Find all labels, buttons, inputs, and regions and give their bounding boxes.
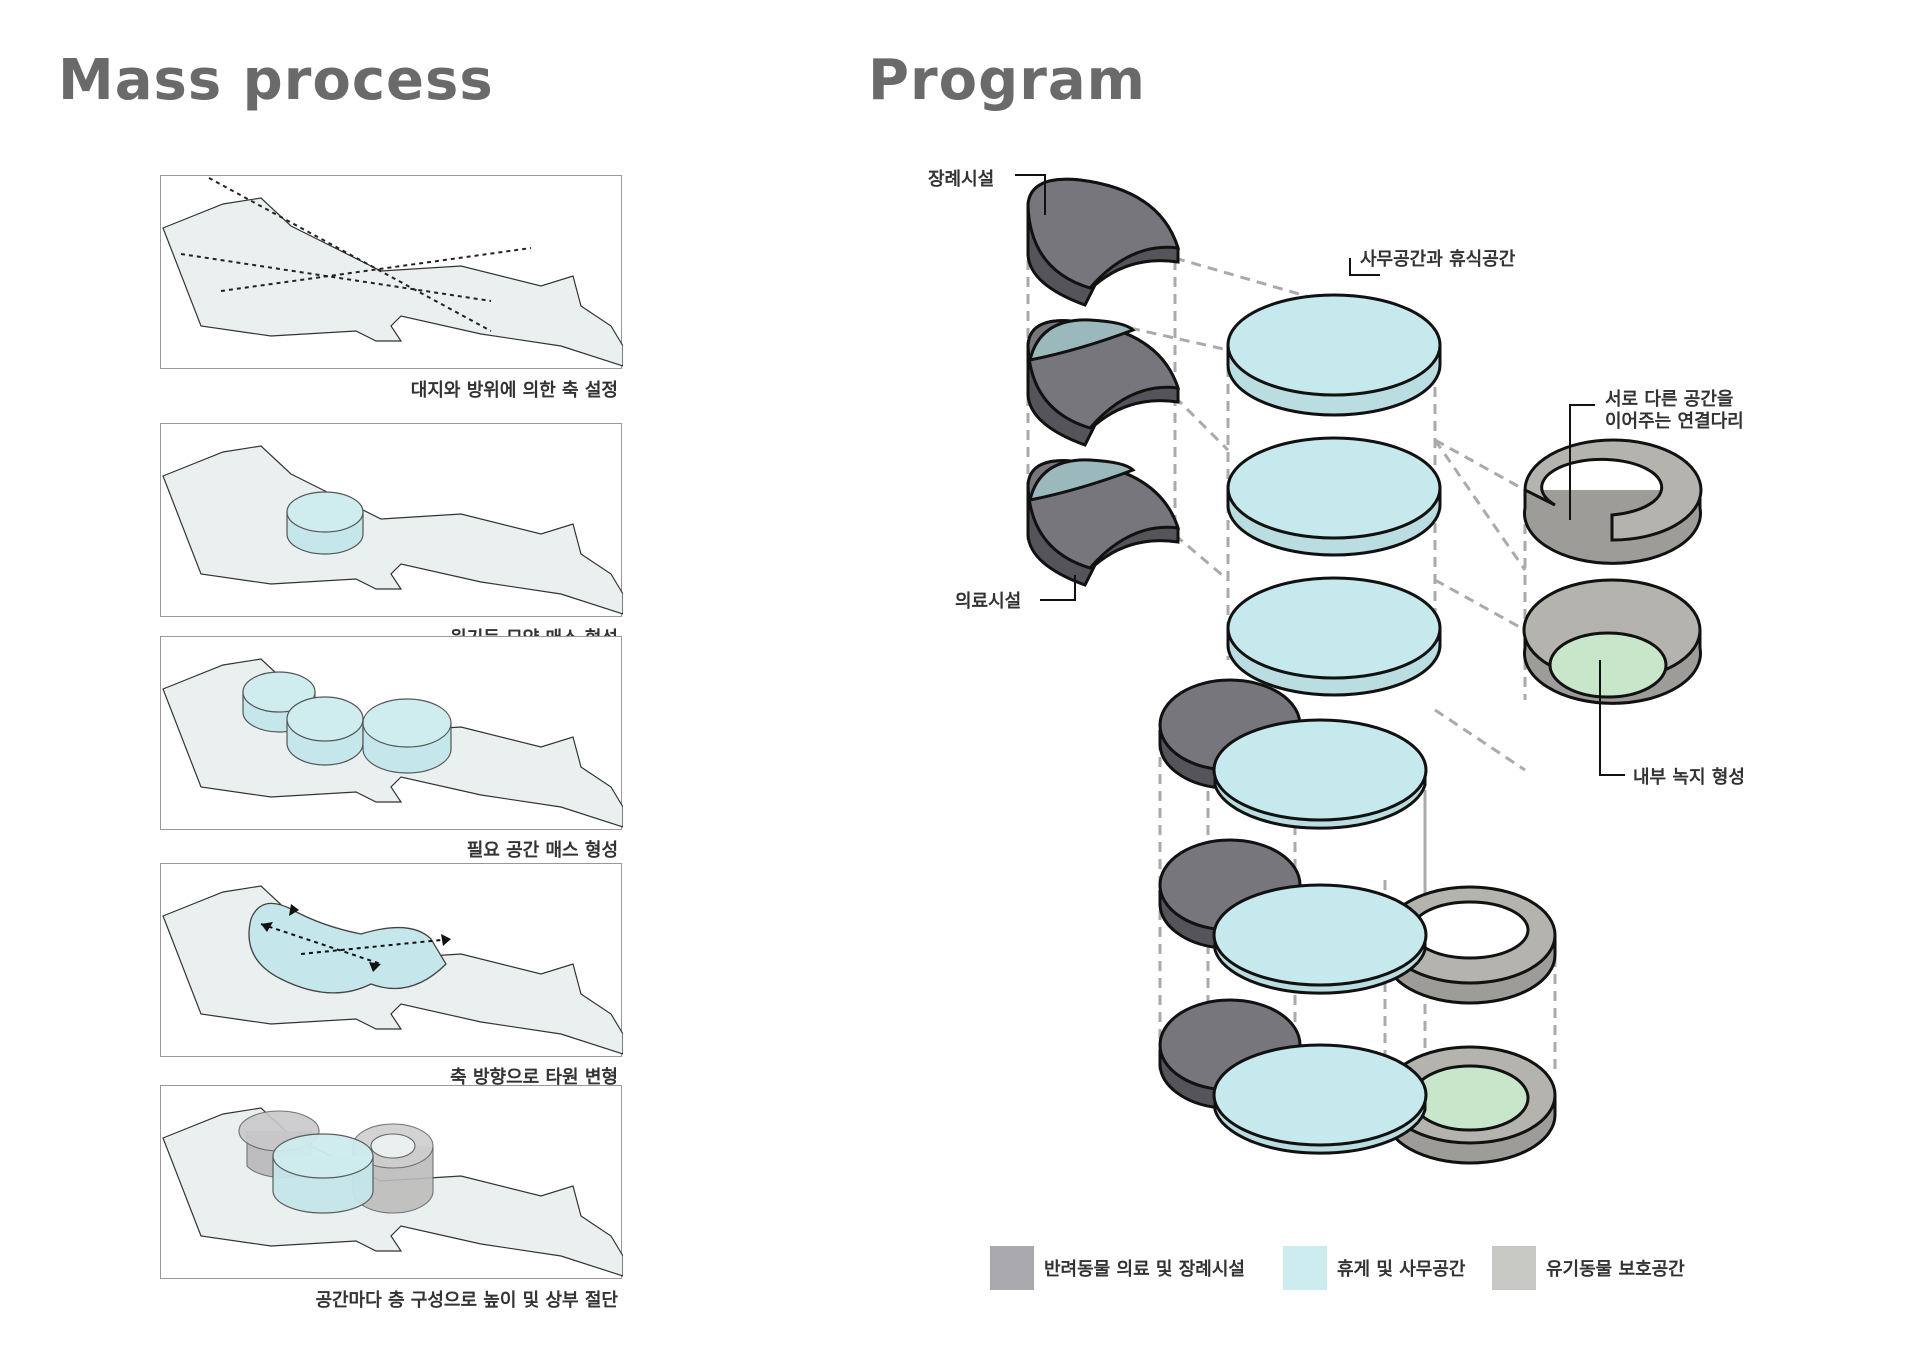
- legend-medical-funeral: 반려동물 의료 및 장례시설: [990, 1246, 1245, 1290]
- mass-step-4-panel: [160, 863, 623, 1057]
- label-leaders: [1015, 174, 1625, 776]
- mass-step-1-panel: [160, 175, 623, 369]
- funeral-medical-stack: [1026, 177, 1181, 587]
- layered-mass-drawing: [162, 1107, 623, 1277]
- combined-stack-3: [1158, 998, 1557, 1165]
- required-space-mass-drawing: [162, 658, 623, 828]
- legend-rest-office: 휴게 및 사무공간: [1283, 1246, 1465, 1290]
- mass-step-3-panel: [160, 636, 623, 830]
- funeral-label: 장례시설: [928, 169, 995, 190]
- combined-stack-1: [1158, 678, 1428, 830]
- legend-label: 유기동물 보호공간: [1546, 1259, 1685, 1280]
- bridge-label-line1: 서로 다른 공간을: [1605, 389, 1734, 410]
- ellipse-transform-drawing: [162, 885, 623, 1055]
- mass-step-4-caption: 축 방향으로 타원 변형: [450, 1067, 618, 1088]
- legend-swatch-cyan: [1283, 1246, 1327, 1290]
- mass-step-3-caption: 필요 공간 매스 형성: [466, 840, 618, 861]
- combined-stack-2: [1158, 838, 1557, 1005]
- bridge-label-line2: 이어주는 연결다리: [1605, 411, 1744, 432]
- legend-swatch-gray: [1492, 1246, 1536, 1290]
- program-title: Program: [868, 48, 1146, 113]
- legend-label: 반려동물 의료 및 장례시설: [1044, 1259, 1245, 1280]
- shelter-ring-stack: [1522, 438, 1703, 705]
- cylinder-mass-drawing: [162, 445, 623, 615]
- mass-process-title: Mass process: [58, 48, 494, 113]
- medical-label: 의료시설: [955, 591, 1022, 612]
- mass-step-1-caption: 대지와 방위에 의한 축 설정: [410, 380, 618, 401]
- legend-swatch-dark: [990, 1246, 1034, 1290]
- legend-label: 휴게 및 사무공간: [1337, 1259, 1466, 1280]
- office-rest-stack: [1226, 293, 1442, 697]
- office-rest-label: 사무공간과 휴식공간: [1360, 249, 1516, 270]
- legend-shelter: 유기동물 보호공간: [1492, 1246, 1685, 1290]
- site-axis-drawing: [162, 177, 623, 367]
- green-label: 내부 녹지 형성: [1633, 767, 1745, 788]
- mass-step-2-panel: [160, 423, 623, 617]
- mass-step-5-panel: [160, 1085, 623, 1279]
- mass-step-5-caption: 공간마다 층 구성으로 높이 및 상부 절단: [315, 1290, 618, 1311]
